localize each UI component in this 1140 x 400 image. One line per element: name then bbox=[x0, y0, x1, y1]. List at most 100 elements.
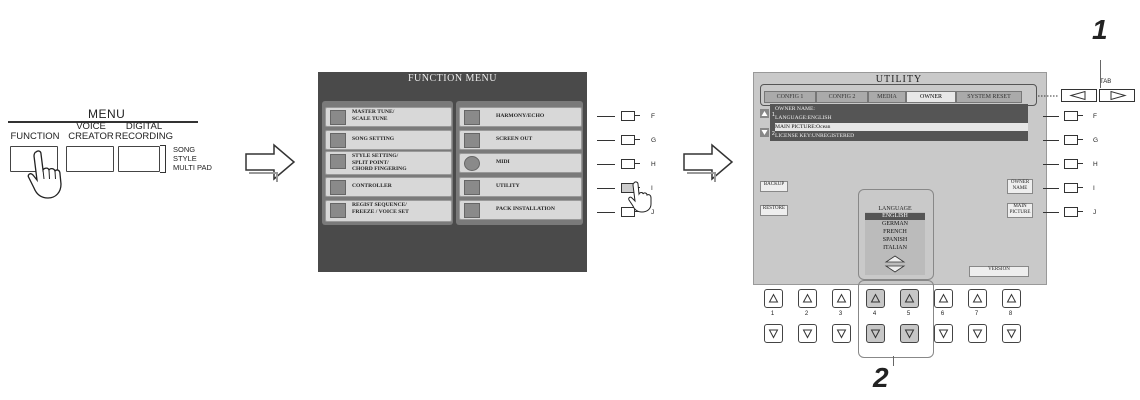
tab-config-1[interactable]: CONFIG 1 bbox=[764, 91, 816, 103]
owner-name-button[interactable]: OWNER NAME bbox=[1007, 179, 1033, 194]
menu-title: MENU bbox=[88, 107, 126, 121]
up-button-1[interactable] bbox=[764, 289, 783, 308]
language-option-spanish[interactable]: SPANISH bbox=[882, 237, 908, 243]
side-connector bbox=[1043, 116, 1059, 118]
triangle-down-icon bbox=[802, 329, 813, 339]
side-label-j: J bbox=[1093, 209, 1097, 216]
tab-system-reset[interactable]: SYSTEM RESET bbox=[956, 91, 1022, 103]
menu-item-label: PACK INSTALLATION bbox=[496, 206, 555, 212]
language-option-french[interactable]: FRENCH bbox=[883, 229, 907, 235]
digital-recording-button[interactable] bbox=[118, 146, 160, 172]
row-number-2: 2 bbox=[772, 131, 775, 137]
registration-icon bbox=[330, 203, 346, 218]
side-connector bbox=[634, 139, 640, 141]
down-button-5[interactable] bbox=[900, 324, 919, 343]
monitor-icon bbox=[464, 133, 480, 148]
tab-config-2[interactable]: CONFIG 2 bbox=[816, 91, 868, 103]
list-scroll-up-icon[interactable] bbox=[883, 255, 907, 263]
down-button-8[interactable] bbox=[1002, 324, 1021, 343]
menu-item-harmony-echo[interactable]: HARMONY/ECHO bbox=[459, 107, 582, 127]
version-button[interactable]: VERSION bbox=[969, 266, 1029, 277]
menu-item-song-setting[interactable]: SONG SETTING bbox=[325, 130, 452, 150]
side-button-f[interactable] bbox=[621, 111, 635, 121]
side-label-j: J bbox=[651, 209, 655, 216]
voice-creator-label: VOICE CREATOR bbox=[68, 121, 114, 142]
menu-item-screen-out[interactable]: SCREEN OUT bbox=[459, 130, 582, 150]
menu-item-label: SONG SETTING bbox=[352, 136, 395, 142]
utility-icon bbox=[464, 180, 480, 195]
side-label-i: I bbox=[1093, 185, 1095, 192]
up-button-4[interactable] bbox=[866, 289, 885, 308]
up-button-8[interactable] bbox=[1002, 289, 1021, 308]
recording-options: SONG STYLE MULTI PAD bbox=[173, 145, 212, 172]
side-connector bbox=[1043, 140, 1059, 142]
menu-divider bbox=[8, 121, 198, 123]
menu-item-pack-installation[interactable]: PACK INSTALLATION bbox=[459, 200, 582, 220]
license-key-row: LICENSE KEY:UNREGISTERED bbox=[775, 133, 855, 139]
tab-media[interactable]: MEDIA bbox=[868, 91, 906, 103]
triangle-up-icon bbox=[802, 293, 813, 303]
language-option-italian[interactable]: ITALIAN bbox=[883, 245, 907, 251]
side-button-j[interactable] bbox=[1064, 207, 1078, 217]
tab-owner[interactable]: OWNER bbox=[906, 91, 956, 103]
up-button-7[interactable] bbox=[968, 289, 987, 308]
triangle-up-icon bbox=[1006, 293, 1017, 303]
down-button-4[interactable] bbox=[866, 324, 885, 343]
side-button-g[interactable] bbox=[1064, 135, 1078, 145]
menu-item-label: STYLE SETTING/ SPLIT POINT/ CHORD FINGER… bbox=[352, 153, 407, 172]
side-button-i[interactable] bbox=[1064, 183, 1078, 193]
side-connector bbox=[634, 115, 640, 117]
menu-item-label: REGIST SEQUENCE/ FREEZE / VOICE SET bbox=[352, 202, 409, 215]
voice-creator-button[interactable] bbox=[66, 146, 114, 172]
arrow-right-icon bbox=[245, 143, 296, 182]
up-button-5[interactable] bbox=[900, 289, 919, 308]
language-option-german[interactable]: GERMAN bbox=[881, 221, 908, 227]
side-button-h[interactable] bbox=[1064, 159, 1078, 169]
up-button-6[interactable] bbox=[934, 289, 953, 308]
side-connector bbox=[1043, 188, 1059, 190]
up-button-3[interactable] bbox=[832, 289, 851, 308]
side-button-g[interactable] bbox=[621, 135, 635, 145]
menu-item-regist-sequence[interactable]: REGIST SEQUENCE/ FREEZE / VOICE SET bbox=[325, 200, 452, 222]
menu-item-midi[interactable]: MIDI bbox=[459, 153, 582, 173]
menu-item-label: SCREEN OUT bbox=[496, 136, 533, 142]
scroll-up-icon[interactable] bbox=[760, 109, 769, 118]
down-button-7[interactable] bbox=[968, 324, 987, 343]
up-button-2[interactable] bbox=[798, 289, 817, 308]
triangle-down-icon bbox=[972, 329, 983, 339]
menu-item-label: UTILITY bbox=[496, 183, 520, 189]
language-option-english[interactable]: ENGLISH bbox=[865, 213, 925, 220]
hand-press-icon bbox=[628, 181, 652, 213]
scroll-down-icon[interactable] bbox=[760, 128, 769, 137]
side-connector bbox=[634, 211, 640, 213]
down-button-6[interactable] bbox=[934, 324, 953, 343]
tuning-fork-icon bbox=[330, 110, 346, 125]
function-label: FUNCTION bbox=[10, 131, 60, 142]
menu-item-utility[interactable]: UTILITY bbox=[459, 177, 582, 197]
tab-right-button[interactable] bbox=[1099, 89, 1135, 102]
dotted-leader bbox=[1038, 95, 1058, 97]
side-connector bbox=[1077, 187, 1083, 189]
tab-label: TAB bbox=[1100, 79, 1112, 85]
backup-button[interactable]: BACKUP bbox=[760, 181, 788, 192]
side-button-h[interactable] bbox=[621, 159, 635, 169]
main-picture-button[interactable]: MAIN PICTURE bbox=[1007, 203, 1033, 218]
side-label-h: H bbox=[651, 161, 656, 168]
list-scroll-down-icon[interactable] bbox=[883, 265, 907, 273]
menu-item-label: HARMONY/ECHO bbox=[496, 113, 545, 119]
restore-button[interactable]: RESTORE bbox=[760, 205, 788, 216]
down-button-2[interactable] bbox=[798, 324, 817, 343]
menu-item-label: CONTROLLER bbox=[352, 183, 392, 189]
menu-item-style-setting[interactable]: STYLE SETTING/ SPLIT POINT/ CHORD FINGER… bbox=[325, 151, 452, 175]
down-button-3[interactable] bbox=[832, 324, 851, 343]
side-button-f[interactable] bbox=[1064, 111, 1078, 121]
bottom-number-2: 2 bbox=[804, 311, 809, 317]
tab-left-button[interactable] bbox=[1061, 89, 1097, 102]
tab-highlight-frame bbox=[760, 84, 1037, 106]
menu-item-master-tune[interactable]: MASTER TUNE/ SCALE TUNE bbox=[325, 107, 452, 127]
side-connector bbox=[1077, 211, 1083, 213]
side-connector bbox=[1077, 163, 1083, 165]
triangle-down-icon bbox=[1006, 329, 1017, 339]
down-button-1[interactable] bbox=[764, 324, 783, 343]
menu-item-controller[interactable]: CONTROLLER bbox=[325, 177, 452, 197]
